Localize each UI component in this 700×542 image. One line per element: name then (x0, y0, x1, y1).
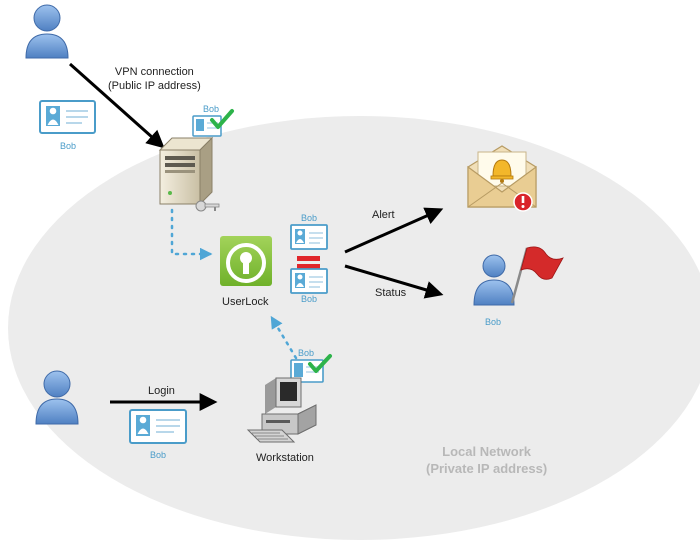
dotted-arrow-workstation-to-userlock (270, 315, 298, 360)
local-network-area (8, 116, 700, 540)
login-user-icon (35, 370, 79, 425)
local-network-line2: (Private IP address) (426, 461, 548, 476)
workstation-icon (246, 377, 317, 443)
bob-label-bottom-middle-card: Bob (301, 294, 318, 304)
id-card-icon (129, 409, 187, 444)
status-arrow (344, 264, 444, 299)
local-network-label: Local Network (Private IP address) (426, 443, 547, 477)
userlock-label: UserLock (222, 296, 269, 308)
bob-label-login-card: Bob (150, 450, 167, 460)
bob-label-top-middle-card: Bob (301, 213, 318, 223)
key-icon (195, 200, 220, 212)
bob-label-server-card: Bob (203, 104, 220, 114)
check-icon (308, 354, 332, 373)
alert-label: Alert (372, 209, 395, 221)
userlock-icon (220, 236, 272, 286)
id-card-icon (290, 268, 328, 294)
flag-user-icon (473, 254, 515, 306)
vpn-connection-line1: VPN connection (114, 66, 194, 78)
red-flag-icon (510, 246, 564, 304)
bob-label-flag-user: Bob (485, 317, 502, 327)
vpn-connection-line2: (Public IP address) (108, 80, 201, 92)
equals-icon (297, 256, 320, 269)
id-card-icon (39, 100, 96, 134)
vpn-user-icon (25, 4, 69, 59)
vpn-connection-arrow (69, 62, 165, 149)
id-card-icon (290, 224, 328, 250)
server-icon (158, 136, 214, 206)
status-label: Status (375, 287, 407, 299)
alert-envelope-icon (467, 145, 537, 208)
bob-label-workstation-card: Bob (298, 348, 315, 358)
bob-label-left-card: Bob (60, 141, 77, 151)
local-network-line1: Local Network (442, 444, 531, 459)
vpn-connection-label: VPN connection (Public IP address) (108, 65, 201, 93)
alert-arrow (344, 207, 444, 254)
workstation-label: Workstation (256, 452, 314, 464)
check-icon (210, 109, 234, 129)
exclamation-icon (513, 192, 533, 212)
login-label: Login (148, 385, 175, 397)
